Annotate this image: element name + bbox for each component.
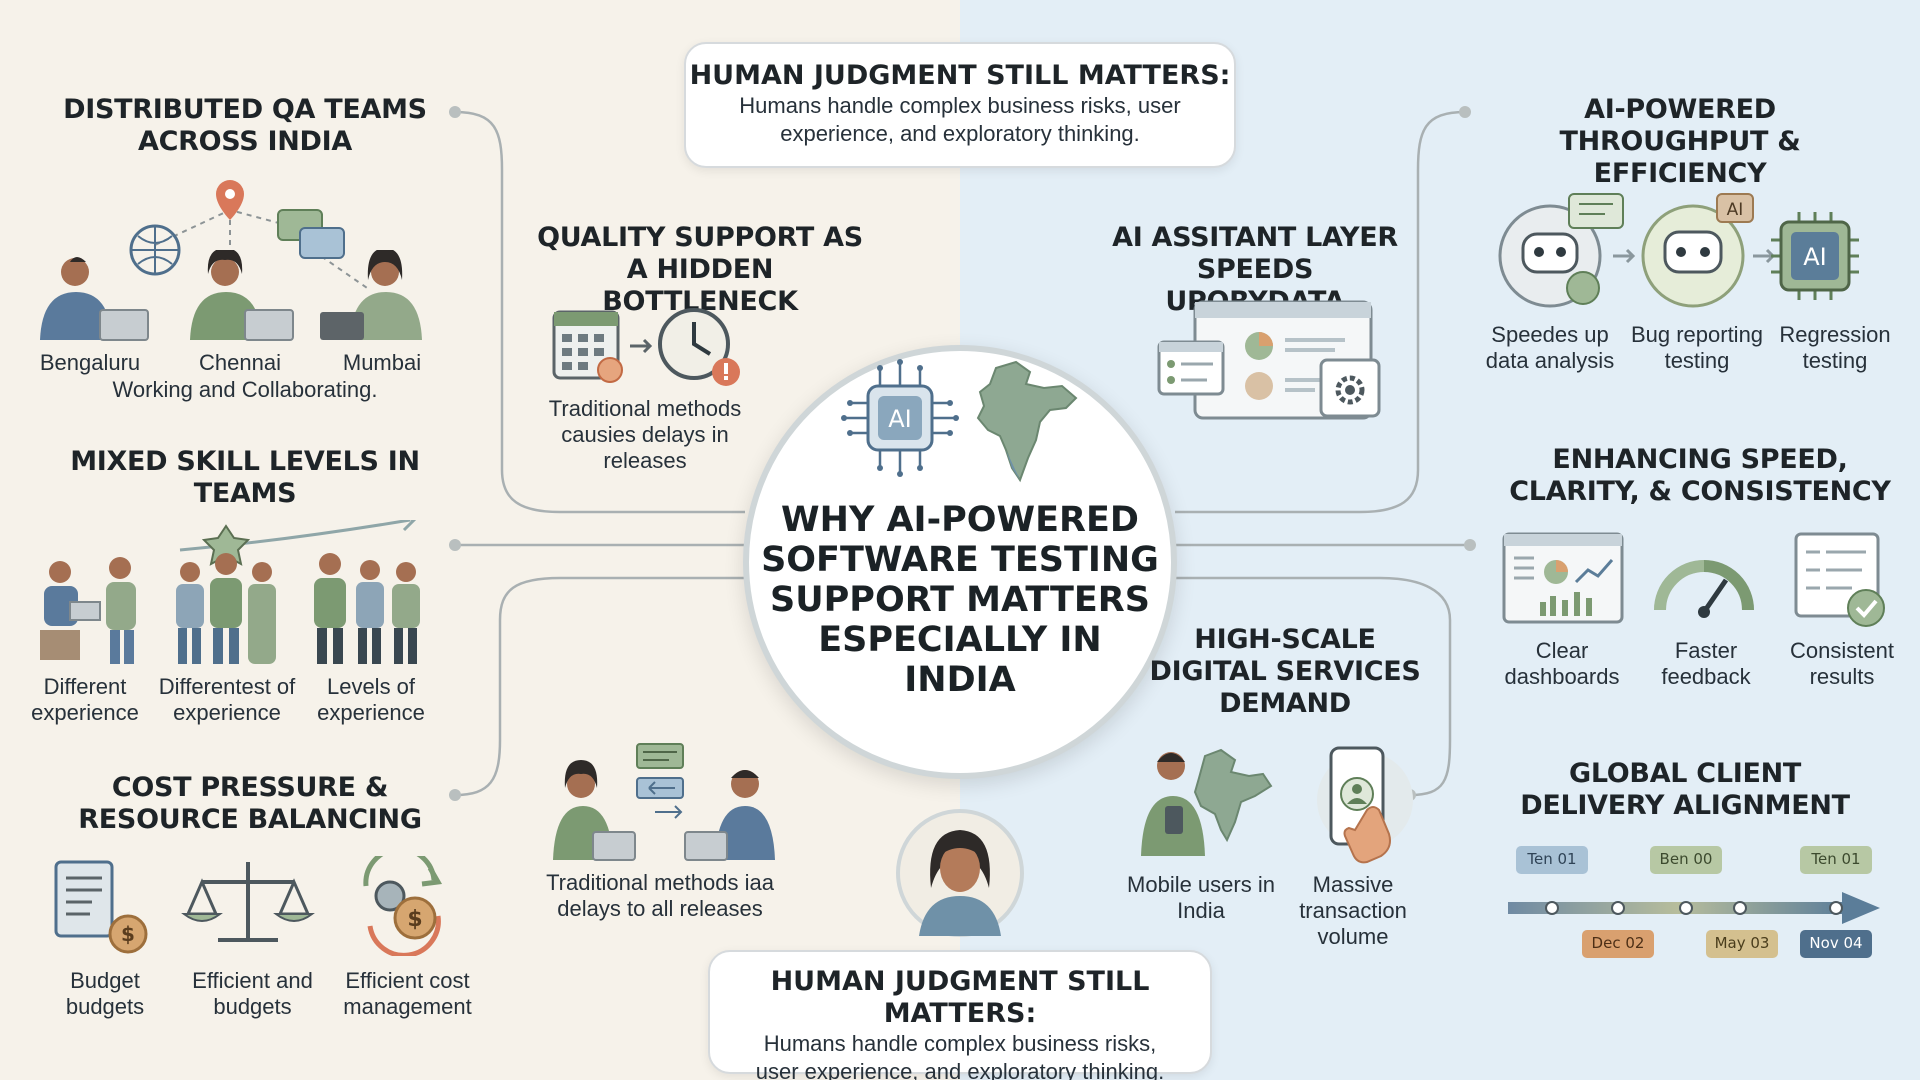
bottom-human-judgment-callout: HUMAN JUDGMENT STILL MATTERS: Humans han… <box>708 950 1212 1080</box>
quality-support-title: QUALITY SUPPORT AS A HIDDEN BOTTLENECK <box>537 222 863 317</box>
skill-item-1: Different experience <box>31 674 139 725</box>
throughput-item-3: Regression testing <box>1779 322 1891 373</box>
enhancing-title: ENHANCING SPEED, CLARITY, & CONSISTENCY <box>1509 444 1891 507</box>
enhancing-item-1: Clear dashboards <box>1504 638 1620 689</box>
woman-avatar-icon <box>896 809 1024 937</box>
throughput-robots-icon: AI AI <box>1498 193 1859 308</box>
ai-chip-india-map-icon: AI <box>841 359 1078 483</box>
callout-title: HUMAN JUDGMENT STILL MATTERS: <box>689 60 1231 91</box>
highscale-item-2: Massive transaction volume <box>1299 872 1407 949</box>
collaboration-icon <box>553 743 775 861</box>
mobile-users-phone-icon <box>1141 746 1413 864</box>
callout-title: HUMAN JUDGMENT STILL MATTERS: <box>770 966 1150 1029</box>
team-members-icon <box>40 520 420 664</box>
timeline-bottom-label-3: Nov 04 <box>1800 930 1872 958</box>
distributed-teams-title: DISTRIBUTED QA TEAMS ACROSS INDIA <box>63 94 427 157</box>
city-bengaluru: Bengaluru <box>39 350 141 375</box>
timeline-bottom-label-2: May 03 <box>1706 930 1778 958</box>
quality-caption: Traditional methods causies delays in re… <box>548 396 742 473</box>
cost-item-3: Efficient cost management <box>343 968 472 1019</box>
cost-pressure-title: COST PRESSURE & RESOURCE BALANCING <box>78 772 422 835</box>
skill-item-2: Differentest of experience <box>158 674 296 725</box>
throughput-ai-badge: AI <box>1727 200 1744 220</box>
timeline-top-label-2: Ben 00 <box>1650 846 1722 874</box>
center-title: WHY AI-POWERED SOFTWARE TESTING SUPPORT … <box>761 500 1159 700</box>
highscale-title: HIGH-SCALE DIGITAL SERVICES DEMAND <box>1149 624 1421 719</box>
people-at-laptops-icon <box>40 250 422 341</box>
enhancing-item-3: Consistent results <box>1790 638 1894 689</box>
dashboard-windows-icon <box>1157 300 1381 420</box>
enhancing-icons <box>1502 532 1885 627</box>
budget-scale-icons: $ $ <box>54 856 443 956</box>
timeline-top-label-1: Ten 01 <box>1516 846 1588 874</box>
enhancing-item-2: Faster feedback <box>1661 638 1751 689</box>
distributed-teams-illustration <box>129 180 371 291</box>
center-circle <box>743 345 1177 779</box>
timeline-top-label-3: Ten 01 <box>1800 846 1872 874</box>
collab-caption: Traditional methods iaa delays to all re… <box>546 870 774 921</box>
timeline-arrow <box>1508 892 1880 924</box>
cost-item-1: Budget budgets <box>65 968 145 1019</box>
throughput-item-2: Bug reporting testing <box>1630 322 1764 373</box>
distributed-caption: Working and Collaborating. <box>112 377 378 402</box>
svg-text:$: $ <box>407 907 422 932</box>
calendar-clock-icon <box>552 308 740 386</box>
highscale-item-1: Mobile users in India <box>1127 872 1275 923</box>
throughput-title: AI-POWERED THROUGHPUT & EFFICIENCY <box>1559 94 1801 189</box>
callout-body: Humans handle complex business risks, us… <box>755 1031 1165 1080</box>
callout-body: Humans handle complex business risks, us… <box>739 93 1181 146</box>
skill-item-3: Levels of experience <box>317 674 425 725</box>
timeline-bottom-label-1: Dec 02 <box>1582 930 1654 958</box>
city-mumbai: Mumbai <box>342 350 422 375</box>
throughput-chip-label: AI <box>1803 243 1827 271</box>
mixed-skill-title: MIXED SKILL LEVELS IN TEAMS <box>70 446 420 509</box>
throughput-item-1: Speedes up data analysis <box>1485 322 1615 373</box>
svg-text:$: $ <box>121 922 135 946</box>
cost-item-2: Efficient and budgets <box>192 968 313 1019</box>
top-human-judgment-callout: HUMAN JUDGMENT STILL MATTERS: Humans han… <box>684 42 1236 168</box>
center-ai-chip-label: AI <box>888 405 912 433</box>
global-delivery-title: GLOBAL CLIENT DELIVERY ALIGNMENT <box>1520 758 1850 821</box>
city-chennai: Chennai <box>199 350 281 375</box>
